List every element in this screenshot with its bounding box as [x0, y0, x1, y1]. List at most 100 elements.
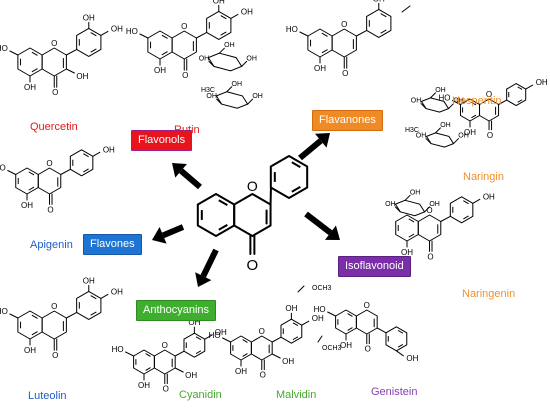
atom-label: H3C [201, 87, 215, 94]
atom-label: O [46, 159, 52, 168]
sugar-ring [395, 200, 424, 215]
quercetin-structure: O O HO OH OH OH OH [0, 13, 123, 97]
atom-label: O [52, 88, 58, 97]
atom-label: OH [235, 367, 247, 376]
compound-name-malvidin: Malvidin [276, 389, 316, 402]
atom-label: OH [138, 381, 150, 390]
atom-label: OH [411, 98, 422, 105]
compound-name-quercetin: Quercetin [30, 121, 78, 134]
atom-label: HO [209, 331, 221, 340]
atom-label: OH [154, 66, 166, 75]
atom-label: HO [314, 305, 326, 314]
atom-label: O [364, 301, 370, 310]
compound-name-naringenin: Naringenin [462, 288, 515, 301]
atom-label: OH [111, 287, 123, 296]
atom-label: OH [458, 133, 469, 140]
atom-label: O [51, 302, 57, 311]
atom-label: OH [24, 83, 36, 92]
atom-label: OH [252, 93, 263, 100]
atom-label: OH [76, 72, 88, 81]
atom-label: HO [126, 27, 138, 36]
atom-label: OH [340, 341, 352, 350]
atom-label: O [427, 252, 433, 261]
class-arrow [300, 141, 321, 158]
atom-label: O [341, 20, 347, 29]
atom-label: O [365, 345, 371, 354]
atom-label: OH [83, 276, 95, 285]
sugar-ring [208, 53, 241, 71]
atom-label: O [47, 205, 53, 214]
atom-label: H3C [405, 127, 419, 134]
atom-label: OH [312, 314, 324, 323]
apigenin-structure: O O HO OH OH [0, 145, 115, 214]
sugar-ring [216, 92, 247, 109]
atom-label: OH [24, 346, 36, 355]
atom-label: OH [21, 201, 33, 210]
atom-label: OH [213, 0, 225, 5]
atom-label: O [260, 371, 266, 380]
atom-label: O [181, 22, 187, 31]
atom-label: OH [206, 93, 217, 100]
compound-name-rutin: Rutin [174, 124, 200, 137]
atom-label: OH [241, 7, 253, 16]
compound-name-hesperitin: Hesperitin [452, 95, 502, 108]
compound-name-apigenin: Apigenin [30, 239, 73, 252]
compound-name-naringin: Naringin [463, 171, 504, 184]
atom-label: OH [285, 304, 297, 313]
atom-label: O [182, 71, 188, 80]
atom-label: OH [224, 42, 235, 49]
atom-label: OH [410, 189, 421, 196]
atom-label: OCH3 [322, 345, 342, 352]
atom-label: OH [111, 24, 123, 33]
atom-label: OH [406, 354, 418, 363]
atom-label: O [163, 385, 169, 394]
atom-label: O [247, 178, 258, 194]
atom-label: OH [103, 145, 115, 154]
atom-label: OH [440, 122, 451, 129]
atom-label: OH [429, 201, 440, 208]
class-box-anthocyanins: Anthocyanins [136, 300, 216, 321]
atom-label: O [259, 327, 265, 336]
atom-label: HO [0, 44, 8, 53]
atom-label: OH [83, 13, 95, 22]
atom-label: OH [435, 87, 446, 94]
atom-label: OH [483, 192, 495, 201]
class-arrow [181, 171, 200, 187]
atom-label: OH [385, 201, 396, 208]
atom-label: OH [536, 78, 548, 87]
atom-label: OH [199, 55, 210, 62]
atom-label: OH [282, 357, 294, 366]
luteolin-structure: O O HO OH OH OH [0, 276, 123, 360]
class-arrow [306, 214, 330, 233]
atom-label: OH [232, 81, 243, 88]
atom-label: O [162, 341, 168, 350]
atom-label: HO [286, 25, 298, 34]
atom-label: O [247, 257, 259, 274]
class-box-flavones: Flavones [83, 234, 142, 255]
class-arrow [163, 227, 183, 235]
class-box-isoflavonoid: Isoflavonoid [338, 256, 411, 277]
atom-label: OH [314, 64, 326, 73]
atom-label: HO [438, 94, 450, 103]
atom-label: OH [246, 55, 257, 62]
atom-label: OCH3 [312, 285, 332, 292]
sugar-ring [426, 133, 453, 147]
atom-label: HO [0, 164, 6, 173]
compound-name-luteolin: Luteolin [28, 390, 67, 403]
class-box-flavanones: Flavanones [312, 110, 383, 131]
atom-label: O [52, 351, 58, 360]
atom-label: O [51, 39, 57, 48]
atom-label: O [487, 131, 493, 140]
atom-label: OH [373, 0, 385, 3]
atom-label: OH [185, 371, 197, 380]
class-arrow [203, 250, 216, 276]
atom-label: HO [0, 307, 8, 316]
